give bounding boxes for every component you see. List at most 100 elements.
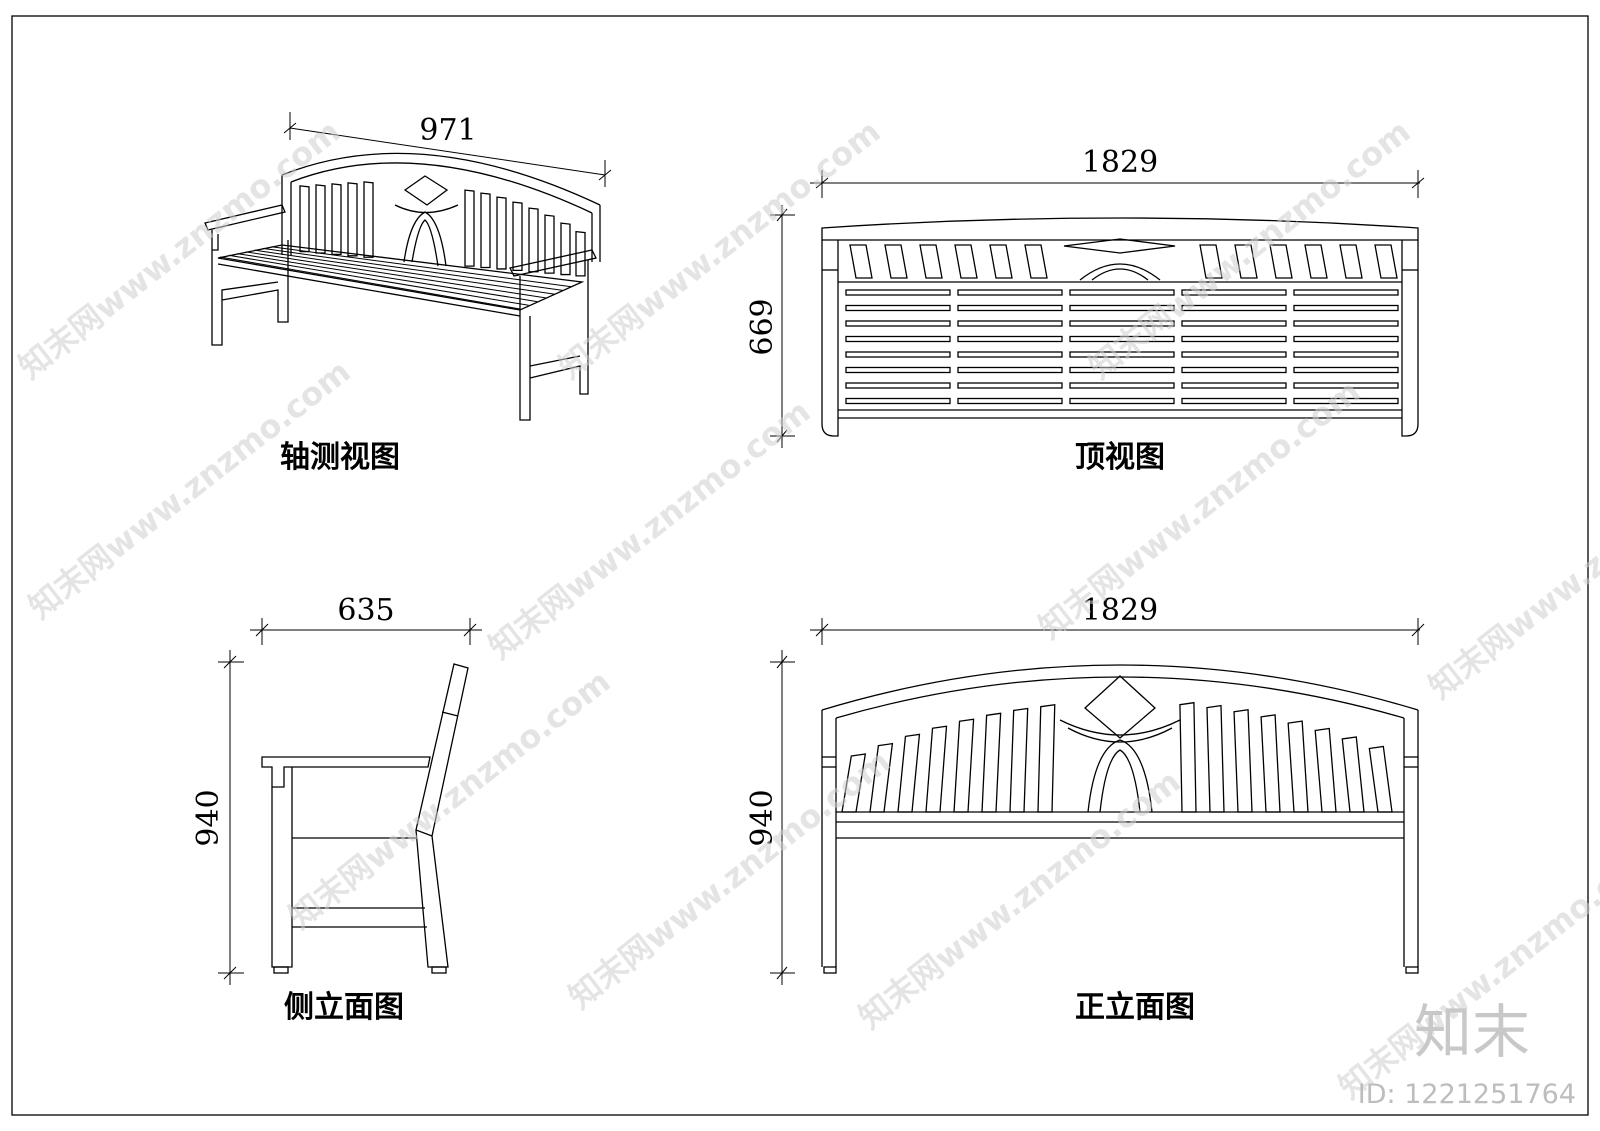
top-back-slat bbox=[1374, 244, 1398, 279]
front-back-slat bbox=[1314, 727, 1337, 813]
top-seat-slat bbox=[1069, 397, 1175, 405]
watermark-text: 知末网www.znzmo.com bbox=[552, 112, 888, 386]
top-seat-slat bbox=[957, 289, 1063, 296]
top-seat-slat bbox=[1181, 397, 1287, 405]
top-seat-slat bbox=[1069, 382, 1175, 389]
front-back-slat bbox=[953, 718, 975, 813]
axonometric-seat-slat bbox=[245, 251, 546, 299]
side-width-label: 635 bbox=[337, 593, 394, 628]
front-caption: 正立面图 bbox=[1075, 990, 1195, 1025]
axonometric-back-slat bbox=[299, 185, 310, 253]
top-seat-slat bbox=[1181, 289, 1287, 296]
top-seat-slat bbox=[1181, 304, 1287, 312]
top-seat-slat bbox=[1293, 289, 1399, 296]
watermark-logo: 知末 bbox=[1414, 998, 1530, 1066]
top-back-slat bbox=[1304, 244, 1328, 279]
axonometric-back-slat bbox=[575, 230, 586, 277]
axonometric-seat-slat bbox=[228, 254, 529, 306]
axonometric-seat-slats bbox=[219, 246, 572, 310]
top-seat-slat bbox=[957, 366, 1063, 374]
front-back-slat bbox=[1368, 745, 1393, 813]
front-back-slat bbox=[1206, 704, 1225, 813]
watermark-text: 知末网www.znzmo.com bbox=[1032, 372, 1368, 646]
top-seat-slat bbox=[1069, 289, 1175, 296]
axonometric-view: 971 bbox=[204, 112, 612, 421]
top-back-slat bbox=[1339, 244, 1363, 279]
watermark-text: 知末网www.znzmo.com bbox=[1422, 432, 1600, 706]
watermark-id: ID: 1221251764 bbox=[1358, 1079, 1576, 1110]
top-seat-slat bbox=[1293, 304, 1399, 312]
axonometric-seat-slat bbox=[237, 253, 538, 303]
watermark-text: 知末网www.znzmo.com bbox=[282, 662, 618, 936]
front-width-label: 1829 bbox=[1082, 593, 1158, 628]
axonometric-back-slat bbox=[512, 201, 523, 271]
top-seat-slat bbox=[1293, 335, 1399, 343]
top-seat-slat bbox=[1293, 366, 1399, 374]
top-seat-slat bbox=[1069, 351, 1175, 358]
side-view: 635 940 bbox=[191, 593, 482, 985]
top-seat-slat bbox=[845, 335, 951, 343]
top-seat-slat bbox=[957, 397, 1063, 405]
front-back-slat bbox=[1009, 707, 1029, 813]
side-height-label: 940 bbox=[191, 789, 226, 846]
top-seat-slats bbox=[845, 289, 1399, 405]
front-back-slat bbox=[1037, 703, 1056, 813]
watermark-text: 知末网www.znzmo.com bbox=[562, 742, 898, 1016]
top-seat-slat bbox=[845, 351, 951, 358]
top-seat-slat bbox=[1181, 382, 1287, 389]
top-caption: 顶视图 bbox=[1075, 440, 1165, 475]
top-seat-slat bbox=[845, 382, 951, 389]
axonometric-seat-slat bbox=[254, 249, 555, 295]
front-back-slat bbox=[897, 733, 921, 813]
top-seat-slat bbox=[957, 320, 1063, 327]
top-back-slat bbox=[884, 244, 908, 279]
top-back-slat bbox=[1234, 244, 1258, 279]
top-seat-slat bbox=[957, 351, 1063, 358]
axonometric-back-slat bbox=[363, 181, 374, 258]
top-seat-slat bbox=[1293, 397, 1399, 405]
watermark-text: 知末网www.znzmo.com bbox=[22, 352, 358, 626]
top-back-slats bbox=[849, 244, 1398, 279]
front-view: 1829 940 bbox=[745, 593, 1425, 985]
top-back-slat bbox=[989, 244, 1013, 279]
front-back-slat bbox=[1287, 720, 1309, 813]
front-back-slat bbox=[925, 725, 948, 813]
top-depth-label: 669 bbox=[745, 298, 780, 355]
sheet-border bbox=[11, 15, 1589, 1116]
axonometric-back-slat bbox=[480, 192, 491, 269]
top-seat-slat bbox=[845, 397, 951, 405]
front-back-slat bbox=[1233, 708, 1253, 813]
front-back-slat bbox=[1260, 714, 1281, 813]
top-seat-slat bbox=[1181, 366, 1287, 374]
top-back-slat bbox=[1199, 244, 1223, 279]
axonometric-back-slat bbox=[544, 214, 555, 274]
top-back-slat bbox=[1024, 244, 1048, 279]
top-seat-slat bbox=[1069, 335, 1175, 343]
top-seat-slat bbox=[1293, 320, 1399, 327]
axonometric-back-slats bbox=[299, 181, 586, 277]
top-seat-slat bbox=[1069, 304, 1175, 312]
axonometric-back-slat bbox=[560, 222, 571, 276]
top-seat-slat bbox=[1069, 366, 1175, 374]
top-seat-slat bbox=[1293, 382, 1399, 389]
top-seat-slat bbox=[957, 304, 1063, 312]
axonometric-seat-slat bbox=[262, 247, 563, 291]
top-view: 1829 669 bbox=[745, 145, 1425, 448]
top-back-slat bbox=[849, 244, 873, 279]
top-back-slat bbox=[954, 244, 978, 279]
front-back-slat bbox=[1341, 736, 1365, 813]
front-back-slat bbox=[981, 712, 1002, 813]
axonometric-seat-slat bbox=[219, 256, 521, 310]
top-back-slat bbox=[919, 244, 943, 279]
top-seat-slat bbox=[845, 320, 951, 327]
axonometric-back-slat bbox=[315, 184, 326, 254]
top-seat-slat bbox=[845, 304, 951, 312]
axonometric-back-slat bbox=[528, 207, 539, 273]
axonometric-back-slat bbox=[496, 196, 507, 270]
front-height-label: 940 bbox=[745, 789, 780, 846]
top-seat-slat bbox=[957, 335, 1063, 343]
axonometric-width-label: 971 bbox=[419, 113, 476, 148]
axonometric-seat-slat bbox=[271, 246, 572, 288]
